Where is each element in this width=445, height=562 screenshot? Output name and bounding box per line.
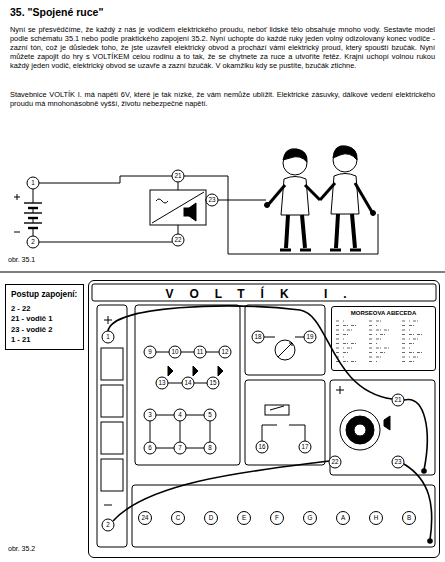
terminal-number: 23 [394,459,401,465]
children-figure [265,146,376,250]
figure-caption: obr. 35.2 [8,545,35,552]
terminal-number: D [209,515,214,521]
terminal-ring [174,409,186,421]
terminal-ring [205,512,218,525]
kit-board: VOLTÍK I. MORSEOVA ABECEDA [88,280,440,558]
terminal-number: 6 [148,445,152,451]
morse-table [336,321,422,362]
terminal-ring [194,346,206,358]
terminal-number: 17 [301,444,308,450]
terminal-number: 8 [208,445,212,451]
terminal-ring [102,519,114,531]
terminal-number: 16 [258,444,265,450]
terminal-number: 5 [208,412,212,418]
page-title: 35. "Spojené ruce" [10,6,103,18]
terminal-ring [304,331,316,343]
terminal-number: F [275,515,279,521]
battery-symbol [14,189,42,236]
terminal-number: 15 [209,380,216,386]
terminal-number: 3 [148,412,152,418]
terminal-number: 22 [331,459,338,465]
terminal-ring [204,409,216,421]
separator-line [0,271,445,272]
terminal-ring [370,512,383,525]
terminal-number: 14 [184,380,191,386]
terminal-number: H [374,515,379,521]
body-text: Nyní se přesvědčíme, že každý z nás je v… [10,25,435,70]
terminal-number: E [242,515,246,521]
terminal-number: 12 [221,349,228,355]
terminal-ring [156,377,168,389]
terminal-ring [172,170,184,182]
procedure-step: 23 - vodič 2 [11,325,78,335]
terminal-number: 1 [106,334,110,340]
terminal-ring [219,346,231,358]
terminal-number: 2 [106,522,110,528]
terminal-number: 23 [208,197,215,203]
terminal-ring [403,512,416,525]
terminal-number: 2 [31,239,35,245]
terminal-ring [169,346,181,358]
morse-panel: MORSEOVA ABECEDA [331,306,436,371]
box-heading: Postup zapojení: [11,289,78,300]
terminal-ring [174,442,186,454]
terminal-ring [182,377,194,389]
terminal-number: 24 [141,515,148,521]
terminal-ring [204,442,216,454]
terminal-number: 21 [394,397,401,403]
buzzer-module [150,190,206,225]
figure-caption: obr. 35.1 [8,256,35,263]
terminal-number: 11 [197,349,204,355]
box-heading: MORSEOVA ABECEDA [332,307,435,317]
terminal-ring [238,512,251,525]
terminal-ring [144,346,156,358]
terminal-ring [392,394,404,406]
wire [108,306,432,543]
terminal-ring [256,441,268,453]
terminal-ring [144,409,156,421]
terminal-number: A [341,515,345,521]
terminal-number: 4 [178,412,182,418]
terminal-ring [252,331,264,343]
procedure-step: 1 - 21 [11,335,78,345]
terminal-ring [102,331,114,343]
terminal-ring [139,512,152,525]
terminal-number: G [308,515,313,521]
terminal-ring [206,194,218,206]
terminal-number: 10 [171,349,178,355]
terminal-number: 13 [158,380,165,386]
procedure-step: 21 - vodič 1 [11,314,78,324]
terminal-number: 22 [174,237,181,243]
terminal-ring [271,512,284,525]
terminal-ring [299,441,311,453]
terminal-ring [172,512,185,525]
terminal-ring [144,442,156,454]
terminal-number: B [407,515,411,521]
body-text: Stavebnice VOLTÍK I. má napětí 6V, které… [10,90,435,108]
terminal-ring [304,512,317,525]
terminal-ring [392,456,404,468]
terminal-ring [172,234,184,246]
terminal-number: 7 [178,445,182,451]
wire [39,176,378,254]
terminal-ring [27,236,39,248]
terminal-number: 19 [306,334,313,340]
kit-board [92,284,436,547]
terminal-ring [329,456,341,468]
terminal-number: 18 [254,334,261,340]
box-heading: VOLTÍK I. [89,281,439,302]
terminal-number: 21 [174,173,181,179]
terminal-ring [337,512,350,525]
terminal-ring [207,377,219,389]
terminal-number: 1 [31,180,35,186]
procedure-step: 2 - 22 [11,304,78,314]
procedure-box: Postup zapojení: 2 - 2221 - vodič 123 - v… [5,284,84,350]
terminal-number: 9 [148,349,152,355]
terminal-number: C [176,515,181,521]
terminal-ring [27,177,39,189]
